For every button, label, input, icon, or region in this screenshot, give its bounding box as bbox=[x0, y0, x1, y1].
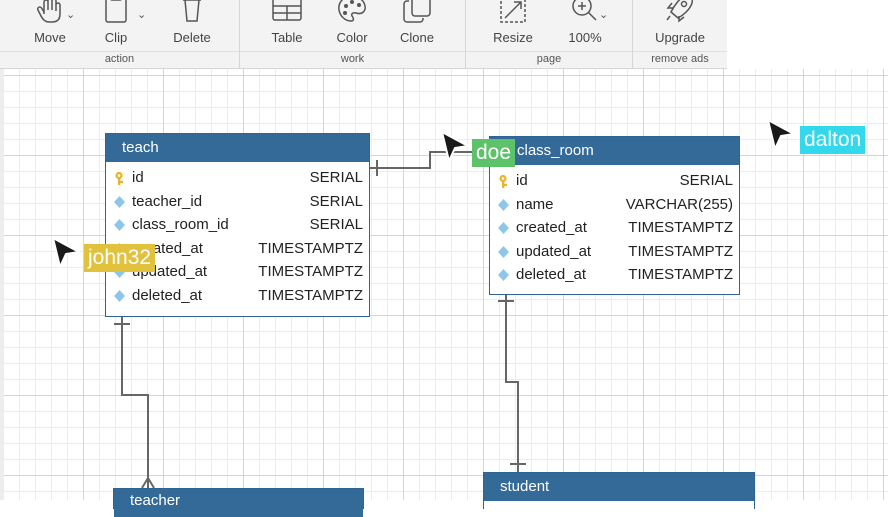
clip-label: Clip bbox=[104, 30, 128, 45]
resize-tool-button[interactable]: Resize bbox=[481, 0, 545, 52]
table-teacher[interactable]: teacher bbox=[113, 488, 364, 517]
relationship-lines bbox=[114, 151, 526, 489]
table-teach-title[interactable]: teach bbox=[106, 134, 369, 162]
move-chevron-down-icon[interactable]: ⌄ bbox=[66, 9, 76, 21]
group-label-action: action bbox=[0, 51, 239, 67]
field-diamond-icon bbox=[498, 198, 509, 211]
table-row[interactable]: class_room_id SERIAL bbox=[106, 213, 369, 237]
clone-tool-button[interactable]: Clone bbox=[385, 0, 449, 52]
column-type: TIMESTAMPTZ bbox=[258, 286, 363, 304]
table-row[interactable]: deleted_at TIMESTAMPTZ bbox=[490, 263, 739, 287]
clone-label: Clone bbox=[400, 30, 434, 45]
table-label: Table bbox=[271, 30, 303, 45]
zoom-chevron-down-icon[interactable]: ⌄ bbox=[599, 9, 609, 21]
zoom-icon bbox=[572, 0, 597, 21]
field-diamond-icon bbox=[114, 195, 125, 208]
delete-tool-button[interactable]: Delete bbox=[160, 0, 224, 52]
column-type: TIMESTAMPTZ bbox=[628, 266, 733, 283]
move-label: Move bbox=[34, 30, 66, 45]
relation-teach-class-room bbox=[369, 151, 489, 169]
upgrade-tool-button[interactable]: Upgrade bbox=[648, 0, 712, 52]
clipboard-icon bbox=[105, 0, 127, 23]
primary-key-icon bbox=[115, 171, 123, 185]
toolbar: Move ⌄ Clip ⌄ Delete action Table bbox=[0, 0, 727, 69]
field-diamond-icon bbox=[498, 222, 509, 234]
cursor-arrow-icon bbox=[52, 237, 80, 268]
palette-icon bbox=[338, 0, 366, 22]
table-student[interactable]: student bbox=[483, 472, 755, 509]
toolbar-empty-area bbox=[727, 0, 888, 68]
column-type: VARCHAR(255) bbox=[625, 195, 733, 213]
toolbar-group-page: Resize 100% ⌄ page bbox=[466, 0, 633, 68]
field-diamond-icon bbox=[498, 245, 509, 258]
table-class-room-title[interactable]: class_room bbox=[490, 137, 739, 165]
column-type: SERIAL bbox=[309, 169, 363, 186]
color-tool-button[interactable]: Color bbox=[320, 0, 384, 52]
toolbar-group-action: Move ⌄ Clip ⌄ Delete action bbox=[0, 0, 240, 68]
toolbar-group-remove-ads: Upgrade remove ads bbox=[633, 0, 727, 68]
group-label-remove-ads: remove ads bbox=[633, 51, 727, 67]
canvas-left-edge bbox=[0, 69, 4, 500]
relation-teach-teacher bbox=[121, 316, 149, 488]
column-type: TIMESTAMPTZ bbox=[628, 219, 733, 236]
column-name: created_at bbox=[516, 219, 587, 236]
table-tool-button[interactable]: Table bbox=[255, 0, 319, 52]
column-type: TIMESTAMPTZ bbox=[628, 242, 733, 260]
column-name: deleted_at bbox=[516, 266, 587, 283]
table-teach[interactable]: teach id SERIAL teacher_id SERIAL class_… bbox=[105, 133, 370, 317]
column-type: SERIAL bbox=[679, 172, 733, 189]
clone-icon bbox=[403, 0, 431, 23]
cursor-arrow-icon bbox=[441, 131, 469, 162]
clip-chevron-down-icon[interactable]: ⌄ bbox=[137, 9, 147, 21]
table-teach-rows: id SERIAL teacher_id SERIAL class_room_i… bbox=[106, 162, 369, 307]
cursor-label-dalton: dalton bbox=[800, 126, 866, 154]
column-type: TIMESTAMPTZ bbox=[258, 263, 363, 280]
table-row[interactable]: id SERIAL bbox=[490, 169, 739, 193]
column-name: class_room_id bbox=[132, 216, 229, 233]
delete-label: Delete bbox=[173, 30, 211, 45]
table-row[interactable]: teacher_id SERIAL bbox=[106, 190, 369, 214]
resize-icon bbox=[500, 0, 526, 23]
cursor-arrow-icon bbox=[767, 119, 795, 150]
column-name: id bbox=[132, 169, 144, 186]
field-diamond-icon bbox=[114, 289, 125, 302]
group-label-work: work bbox=[240, 51, 465, 67]
column-name: deleted_at bbox=[132, 286, 203, 304]
column-name: updated_at bbox=[516, 242, 592, 260]
column-type: TIMESTAMPTZ bbox=[258, 239, 363, 257]
table-row[interactable]: updated_at TIMESTAMPTZ bbox=[490, 240, 739, 264]
column-type: SERIAL bbox=[309, 192, 363, 210]
table-class-room[interactable]: class_room id SERIAL name VARCHAR(255) c… bbox=[489, 136, 740, 295]
column-name: name bbox=[516, 195, 554, 213]
rocket-icon bbox=[666, 0, 694, 23]
relation-many-marker-teacher bbox=[141, 477, 155, 489]
field-diamond-icon bbox=[498, 269, 509, 281]
column-name: teacher_id bbox=[132, 192, 203, 210]
zoom-tool-button[interactable]: 100% bbox=[553, 0, 617, 52]
table-row[interactable]: deleted_at TIMESTAMPTZ bbox=[106, 284, 369, 308]
table-student-title[interactable]: student bbox=[484, 473, 754, 501]
table-row[interactable]: name VARCHAR(255) bbox=[490, 193, 739, 217]
zoom-label: 100% bbox=[568, 30, 602, 45]
column-type: SERIAL bbox=[309, 216, 363, 233]
cursor-label-john32: john32 bbox=[84, 244, 156, 272]
relation-class-room-student bbox=[505, 294, 519, 472]
table-row[interactable]: created_at TIMESTAMPTZ bbox=[490, 216, 739, 240]
table-row[interactable]: id SERIAL bbox=[106, 166, 369, 190]
group-label-page: page bbox=[466, 51, 632, 67]
field-diamond-icon bbox=[114, 219, 125, 231]
toolbar-group-work: Table Color Clone work bbox=[240, 0, 466, 68]
table-class-room-rows: id SERIAL name VARCHAR(255) created_at T… bbox=[490, 165, 739, 287]
upgrade-label: Upgrade bbox=[655, 30, 705, 45]
cursor-label-doe: doe bbox=[472, 139, 516, 167]
table-teacher-title[interactable]: teacher bbox=[114, 489, 363, 517]
table-icon bbox=[272, 0, 302, 21]
trash-icon bbox=[183, 0, 201, 22]
primary-key-icon bbox=[499, 174, 507, 188]
color-label: Color bbox=[336, 30, 368, 45]
column-name: id bbox=[516, 172, 528, 189]
move-tool-button[interactable]: Move bbox=[18, 0, 82, 52]
resize-label: Resize bbox=[493, 30, 533, 45]
clip-tool-button[interactable]: Clip bbox=[84, 0, 148, 52]
